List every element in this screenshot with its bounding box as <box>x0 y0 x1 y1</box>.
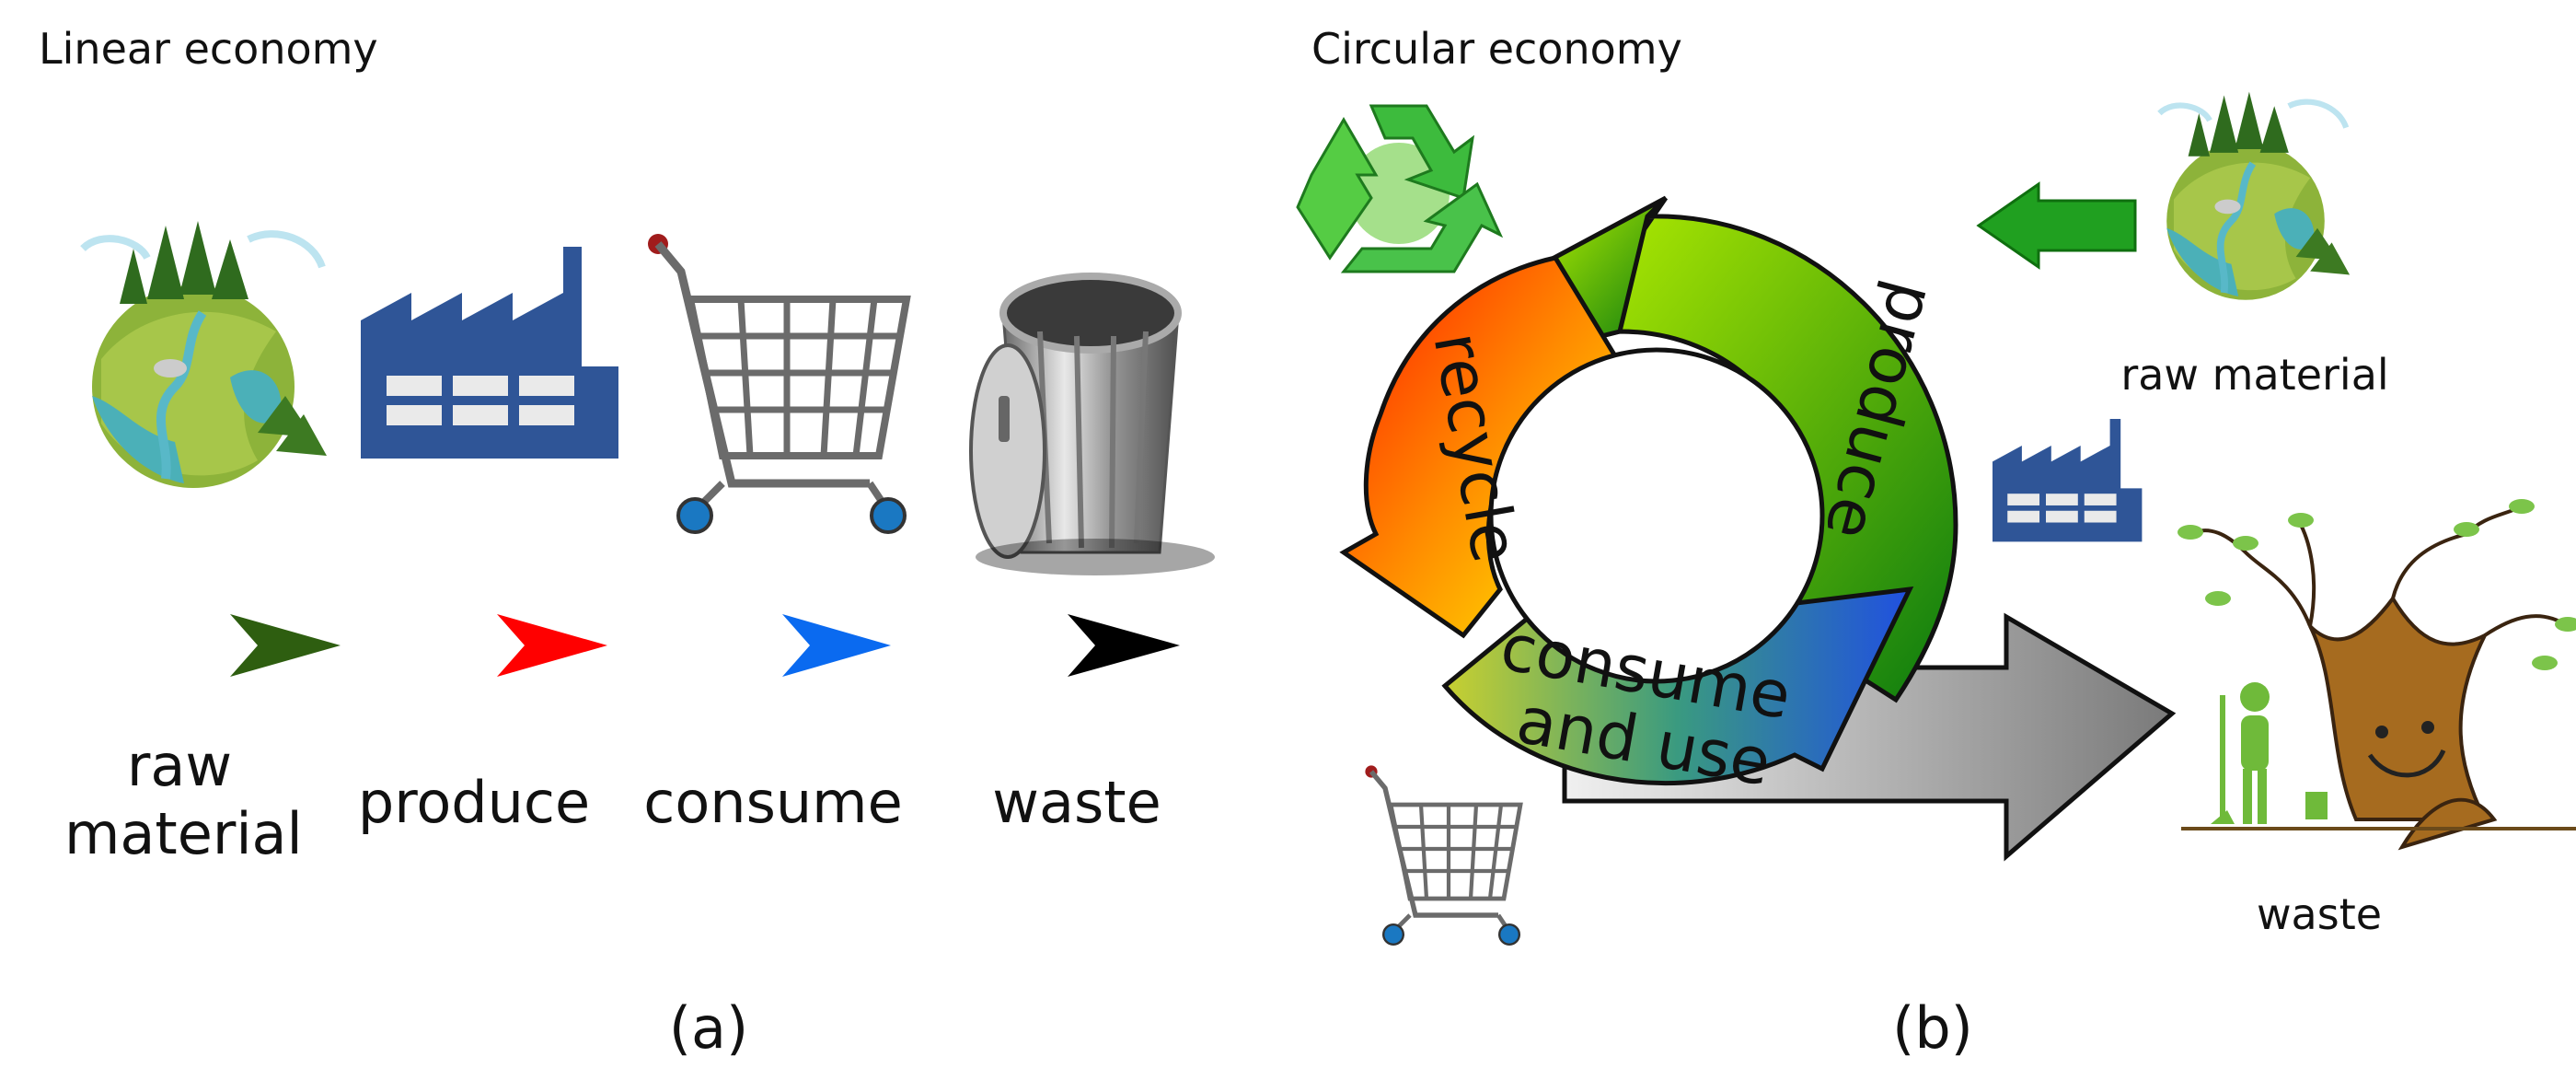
factory-icon <box>1993 419 2143 542</box>
shopping-cart-icon <box>648 234 907 532</box>
earth-icon <box>83 221 327 488</box>
waste-label: waste <box>2256 889 2383 939</box>
raw-material-label: raw material <box>2120 350 2389 400</box>
stage-label-produce: produce <box>357 769 591 836</box>
stage-label-raw-line2: material <box>64 800 303 868</box>
shopping-cart-icon <box>1365 765 1520 944</box>
factory-icon <box>361 247 618 459</box>
tree-icon <box>2177 499 2576 851</box>
arrow-produce <box>354 614 607 677</box>
stage-label-waste: waste <box>992 769 1161 836</box>
panel-a-title: Linear economy <box>39 24 378 74</box>
earth-icon <box>2159 92 2350 300</box>
cycle-diagram <box>1339 195 1958 785</box>
recycle-icon <box>1296 104 1504 273</box>
arrow-consume <box>637 614 891 677</box>
stage-label-raw-line1: raw <box>126 732 233 799</box>
arrow-raw-material <box>87 614 341 677</box>
stage-label-consume: consume <box>643 769 903 836</box>
arrow-waste <box>928 614 1180 677</box>
caption-a: (a) <box>668 994 749 1062</box>
panel-b-title: Circular economy <box>1311 24 1682 74</box>
stage-label-raw-material: raw material <box>64 732 303 869</box>
input-arrow <box>1976 181 2137 270</box>
caption-b: (b) <box>1892 994 1973 1062</box>
trash-can-icon <box>969 273 1215 575</box>
person-icon <box>2211 682 2328 824</box>
